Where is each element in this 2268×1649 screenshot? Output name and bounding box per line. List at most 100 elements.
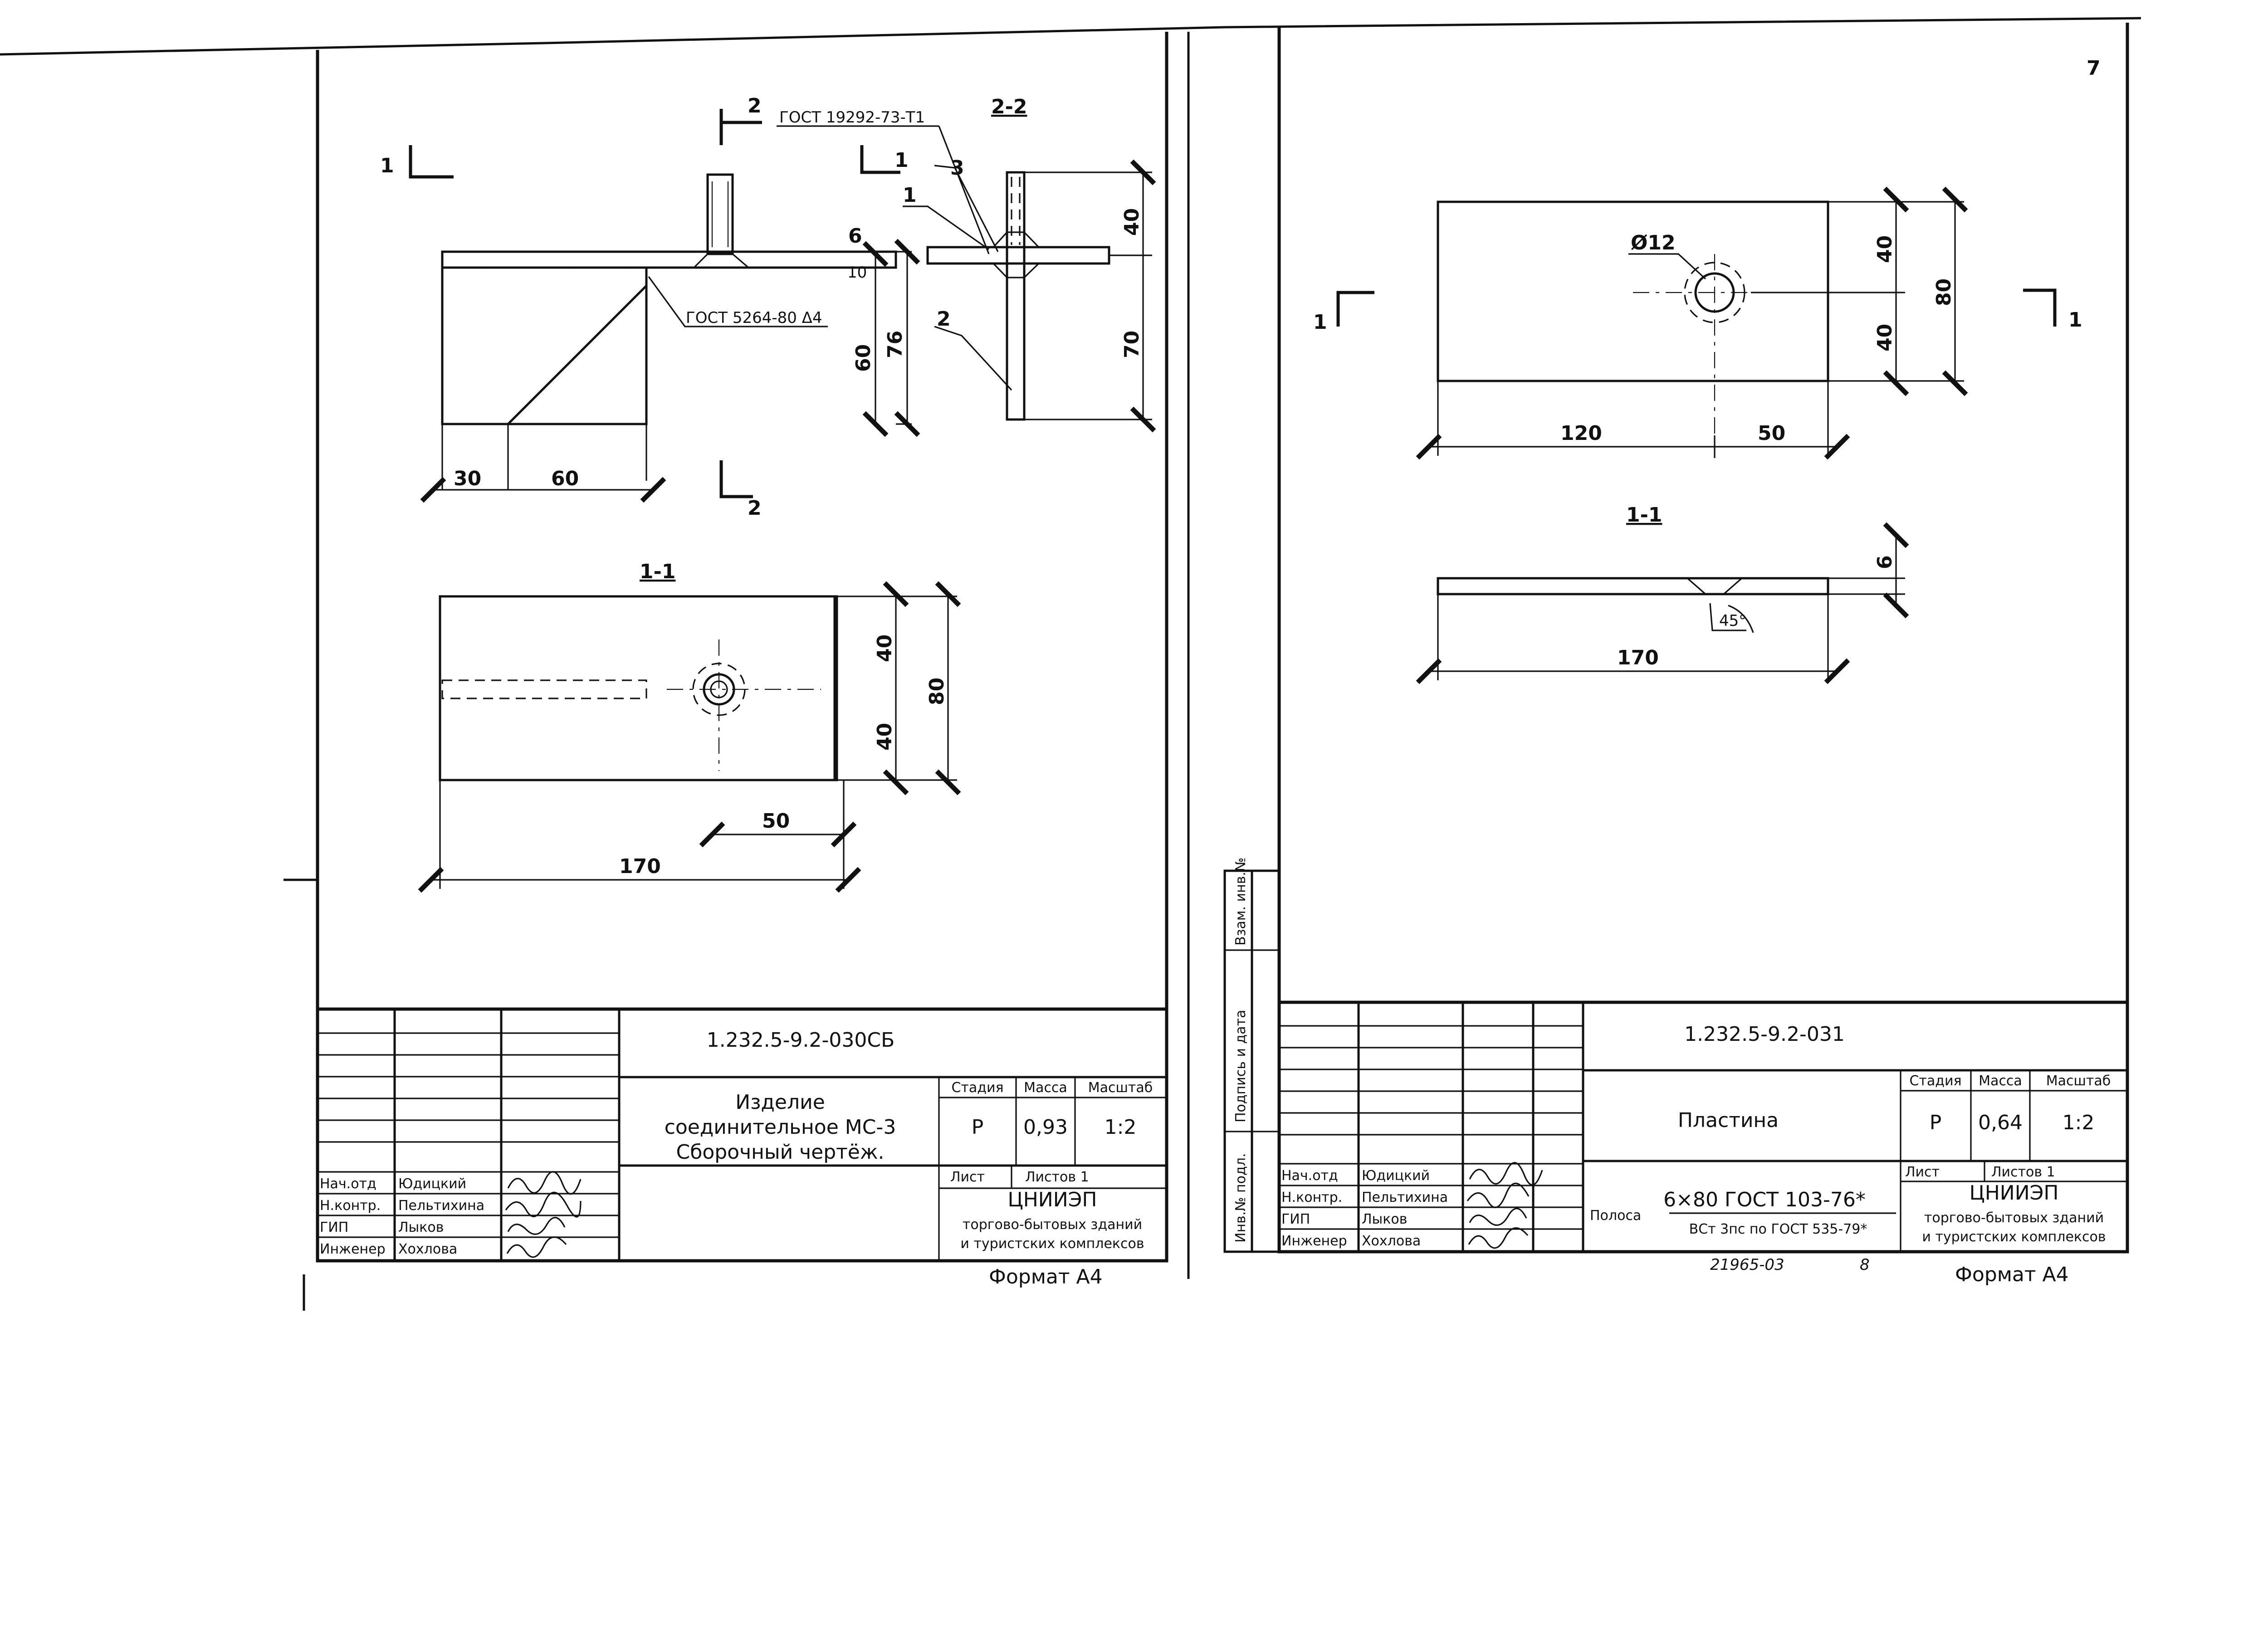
tb-stage-r: Р <box>1930 1111 1942 1134</box>
hole-section <box>1685 577 1744 595</box>
tb-org-2-r: торгово-бытовых зданий <box>1924 1210 2104 1226</box>
stud-weld-front <box>693 253 749 268</box>
dim-70: 70 <box>1120 331 1144 358</box>
tb-name-r: Пластина <box>1678 1109 1779 1132</box>
dim-plan-40a: 40 <box>873 634 896 662</box>
dim-10: 10 <box>847 263 867 282</box>
dim-r-120: 120 <box>1560 422 1602 445</box>
tb-name-1: Изделие <box>735 1091 825 1114</box>
signature-3 <box>507 1217 566 1235</box>
tb-sheets-r: Листов 1 <box>1991 1164 2055 1180</box>
note-gost-stud: ГОСТ 19292-73-Т1 <box>779 108 925 127</box>
stud-section <box>1006 171 1026 421</box>
part-number-3: 3 <box>950 156 964 180</box>
tb-org-3-r: и туристских комплексов <box>1922 1229 2106 1245</box>
dim-r-170: 170 <box>1617 646 1659 669</box>
dim-r-40a: 40 <box>1873 235 1897 263</box>
tb-org-2: торгово-бытовых зданий <box>963 1217 1142 1233</box>
tb-role-1-r: Нач.отд <box>1281 1168 1338 1184</box>
plate-section-hatched <box>926 246 1110 265</box>
plate-plan-r <box>1437 200 1829 382</box>
leader-gost-stud <box>777 125 990 254</box>
tb-scale: 1:2 <box>1105 1116 1137 1139</box>
tb-code: 1.232.5-9.2-030СБ <box>707 1029 895 1052</box>
tb-person-3-r: Лыков <box>1362 1211 1407 1227</box>
signature-4 <box>506 1236 567 1258</box>
section-arrow-1-right <box>860 145 900 174</box>
section-mark-1-right: 1 <box>894 149 909 172</box>
section-mark-1-left-r: 1 <box>1313 311 1327 334</box>
tb-role-4-r: Инженер <box>1281 1233 1347 1249</box>
format-right: Формат А4 <box>1955 1263 2069 1286</box>
right-sheet: 7 Инв.№ подл. Подпись и дата Взам. инв.№… <box>1187 23 2129 1286</box>
section-arrow-2-top <box>719 109 762 145</box>
stud-weld-section <box>992 231 1040 278</box>
plate-edge-front <box>441 250 897 269</box>
tb-mass-r: 0,64 <box>1978 1111 2023 1134</box>
note-gost-weld: ГОСТ 5264-80 Δ4 <box>686 309 822 327</box>
view-title-2-2: 2-2 <box>991 95 1027 118</box>
tb-material-top: 6×80 ГОСТ 103-76* <box>1663 1188 1866 1211</box>
tb-name-person-2: Пельтихина <box>398 1198 484 1214</box>
stamp-vzam: Взам. инв.№ <box>1233 858 1249 946</box>
anchor-bar-bend <box>507 285 647 425</box>
tb-sheet-r: Лист <box>1905 1164 1940 1180</box>
signature-2 <box>505 1191 582 1218</box>
tb-material-bottom: ВСт 3пс по ГОСТ 535-79* <box>1689 1221 1867 1237</box>
title-block-left: 1.232.5-9.2-030СБ Изделие соединительное… <box>316 1007 1168 1263</box>
tb-frame <box>316 1007 1168 1263</box>
dim-plan-80: 80 <box>925 678 948 705</box>
tb-hdr-scale-r: Масштаб <box>2046 1073 2111 1089</box>
anchor-hidden <box>441 679 647 699</box>
tb-person-1-r: Юдицкий <box>1362 1168 1430 1184</box>
tb-name-3: Сборочный чертёж. <box>676 1141 884 1164</box>
tb-role-2: Н.контр. <box>320 1198 381 1214</box>
dim-40: 40 <box>1120 208 1144 236</box>
plate-plan <box>439 595 838 781</box>
section-arrow-1-left <box>409 145 454 179</box>
side-stamp: Инв.№ подл. Подпись и дата Взам. инв.№ <box>1223 858 1281 1253</box>
section-mark-2-bottom: 2 <box>748 497 762 520</box>
tb-code-r: 1.232.5-9.2-031 <box>1684 1023 1845 1046</box>
signature-1-r <box>1469 1162 1543 1186</box>
dim-r-80: 80 <box>1932 278 1955 306</box>
stamp-inv-podl: Инв.№ подл. <box>1233 1153 1249 1243</box>
dim-r-6: 6 <box>1873 555 1897 569</box>
archive-number: 21965-03 <box>1710 1256 1784 1274</box>
section-mark-1-left: 1 <box>380 154 394 177</box>
leader-part-1 <box>903 205 989 250</box>
tb-name-person-1: Юдицкий <box>398 1176 466 1192</box>
title-block-right: 1.232.5-9.2-031 Пластина Полоса 6×80 ГОС… <box>1277 1000 2129 1254</box>
part-number-1: 1 <box>903 184 917 207</box>
tb-material-prefix: Полоса <box>1590 1208 1641 1224</box>
tb-mass: 0,93 <box>1023 1116 1068 1139</box>
view-title-1-1-r: 1-1 <box>1626 503 1662 527</box>
dim-plan-50: 50 <box>762 810 790 833</box>
leader-gost-weld <box>648 276 828 327</box>
tb-role-4: Инженер <box>320 1241 386 1257</box>
tb-person-2-r: Пельтихина <box>1362 1190 1448 1205</box>
dim-6: 6 <box>848 224 862 248</box>
tb-scale-r: 1:2 <box>2063 1111 2095 1134</box>
tb-org-3: и туристских комплексов <box>960 1236 1144 1252</box>
section-arrow-1-left-r <box>1336 291 1374 327</box>
dim-30: 30 <box>454 467 481 490</box>
signature-1 <box>507 1171 582 1195</box>
tb-person-4-r: Хохлова <box>1362 1233 1421 1249</box>
archive-sheet: 8 <box>1860 1256 1870 1274</box>
tb-role-1: Нач.отд <box>320 1176 376 1192</box>
signature-2-r <box>1466 1182 1530 1208</box>
tb-sheets: Листов 1 <box>1025 1169 1089 1185</box>
stamp-podpis: Подпись и дата <box>1233 1010 1249 1123</box>
view-title-1-1: 1-1 <box>640 560 676 583</box>
page-number: 7 <box>2087 57 2101 80</box>
tb-stage: Р <box>972 1116 984 1139</box>
dim-r-50: 50 <box>1758 422 1785 445</box>
section-arrow-2-bottom <box>719 460 753 498</box>
signature-4-r <box>1468 1227 1529 1249</box>
tb-org-1-r: ЦНИИЭП <box>1970 1181 2059 1205</box>
left-sheet: 1 1 2 2 ГОСТ 19292-73-Т1 ГОСТ 5264-80 Δ4 <box>284 32 1168 1311</box>
tb-name-person-3: Лыков <box>398 1220 444 1235</box>
dim-76: 76 <box>884 331 907 358</box>
